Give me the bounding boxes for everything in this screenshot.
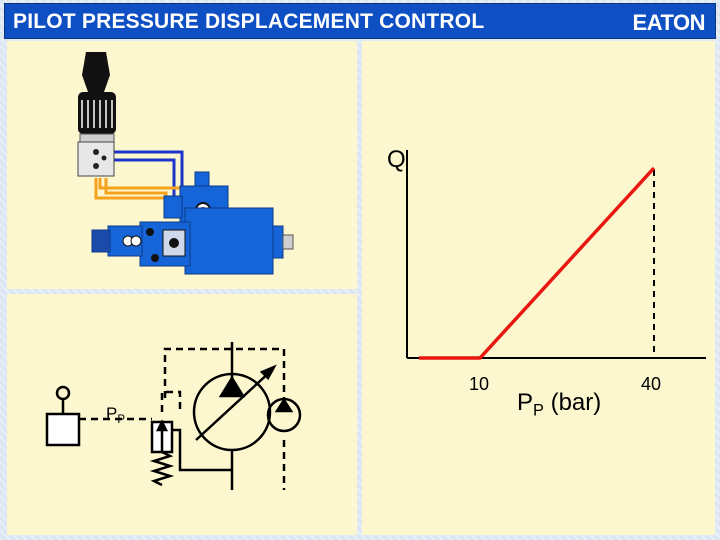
case-drain-line	[163, 347, 286, 400]
page-title: PILOT PRESSURE DISPLACEMENT CONTROL	[13, 10, 485, 33]
title-bar: PILOT PRESSURE DISPLACEMENT CONTROL EATO…	[4, 3, 716, 39]
spring-icon	[149, 450, 175, 487]
tick-label-start: 10	[469, 374, 490, 394]
pilot-pressure-label: PP	[106, 404, 126, 427]
variable-pump-icon	[192, 372, 272, 452]
joystick-icon	[77, 52, 116, 177]
pump-body-icon	[91, 171, 294, 275]
brand-logo: EATON	[632, 10, 706, 35]
y-axis-label: Q	[387, 146, 406, 173]
pilot-valve-icon	[45, 412, 81, 447]
tick-label-end: 40	[641, 374, 662, 394]
displacement-curve	[419, 166, 656, 360]
x-axis-label: PP (bar)	[517, 389, 602, 420]
pressure-displacement-graph-panel	[362, 41, 715, 535]
